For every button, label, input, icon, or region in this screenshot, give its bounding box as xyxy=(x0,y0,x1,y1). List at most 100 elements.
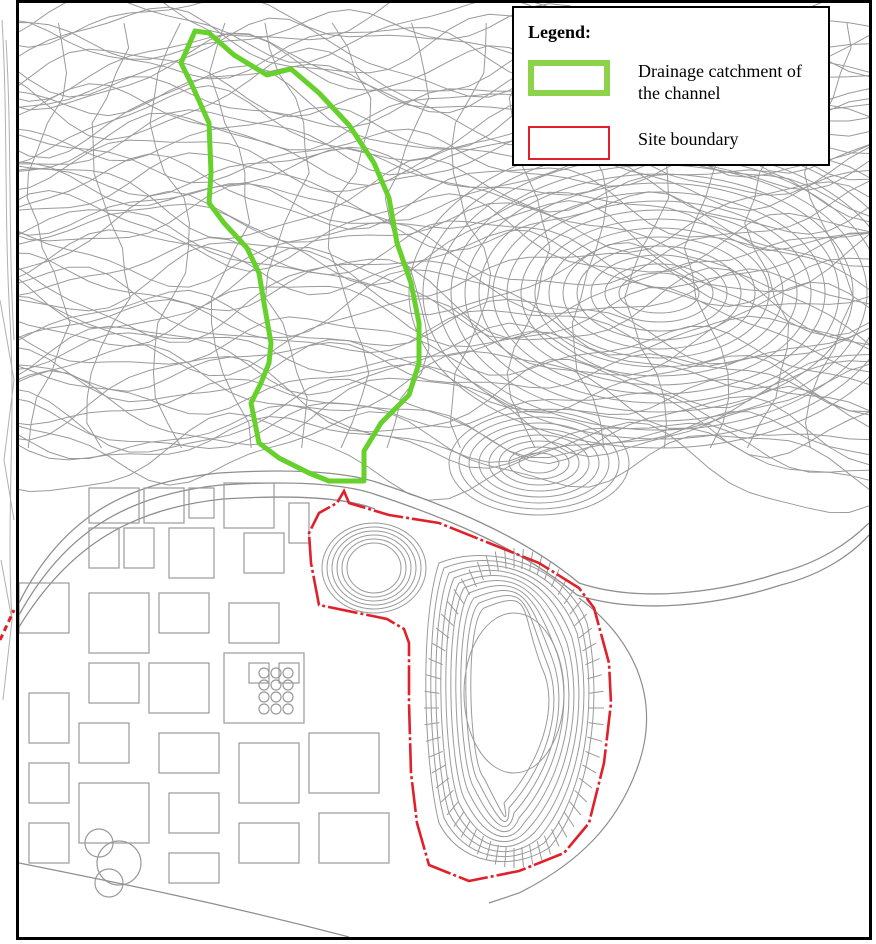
terrace-line xyxy=(435,565,585,853)
ridge-line xyxy=(449,22,492,449)
hill-contour xyxy=(520,209,798,377)
building-block xyxy=(168,852,220,884)
terrace-line xyxy=(425,555,595,863)
hill-contour xyxy=(562,236,756,350)
contour-line xyxy=(19,338,869,416)
contour-line xyxy=(19,85,869,178)
terrace-hatch xyxy=(440,613,454,627)
hill-contour xyxy=(478,428,600,498)
hill-contour xyxy=(478,182,840,404)
terrace-line xyxy=(445,575,575,843)
building-block xyxy=(238,742,300,804)
building-block xyxy=(28,822,70,864)
terrace-hatch xyxy=(504,847,507,868)
catchment-label: Drainage catchment of the channel xyxy=(638,61,802,103)
building-block xyxy=(88,662,140,704)
tank xyxy=(282,679,294,691)
terrace-hatch xyxy=(587,736,603,742)
terrace-hatch xyxy=(494,551,499,572)
terrace-hatch xyxy=(585,658,600,666)
hill-contour xyxy=(508,446,570,480)
terrace-hatch xyxy=(521,548,524,569)
building-block xyxy=(148,662,210,714)
tank xyxy=(96,840,142,886)
terrace-hatch xyxy=(574,613,588,627)
building-block xyxy=(143,487,185,524)
terrace-hatch xyxy=(536,555,543,576)
terrace-hatch xyxy=(428,658,443,666)
terrace-hatch xyxy=(544,835,552,855)
contour-line xyxy=(19,157,869,253)
site-boundary-label: Site boundary xyxy=(638,129,739,149)
contour-line xyxy=(19,152,869,235)
terrace-hatch xyxy=(425,736,441,742)
terrace-hatch xyxy=(521,847,524,868)
inner-basin xyxy=(463,612,565,774)
building-block xyxy=(19,582,70,634)
tank xyxy=(282,703,294,715)
terrace-hatch xyxy=(563,588,575,605)
contour-line xyxy=(19,202,869,263)
cell-contour xyxy=(336,534,412,602)
hill-contour xyxy=(534,218,784,368)
terrace-hatch xyxy=(476,561,484,581)
shoreline xyxy=(19,597,648,937)
contour-line xyxy=(19,344,869,429)
landfill-terraces xyxy=(321,522,604,868)
contour-line xyxy=(19,112,869,196)
hill-contour xyxy=(458,416,620,510)
hill-contour xyxy=(590,254,728,332)
ridge-line xyxy=(208,22,252,449)
contour-line xyxy=(19,399,869,458)
ridge-line xyxy=(26,22,71,449)
building-block xyxy=(78,722,130,764)
building-block xyxy=(223,652,305,724)
ridge-line xyxy=(506,22,551,449)
terrace-hatch xyxy=(446,600,459,615)
building-block xyxy=(223,482,275,529)
contour-line xyxy=(19,378,869,441)
tank xyxy=(270,667,282,679)
terrace-hatch xyxy=(551,569,560,587)
terrace-hatch xyxy=(569,600,582,615)
terrace-line xyxy=(460,590,560,828)
hill-contour xyxy=(498,440,580,486)
cell-contour xyxy=(326,526,422,610)
terrace-hatch xyxy=(557,821,568,838)
tank xyxy=(282,667,294,679)
tank xyxy=(270,703,282,715)
terrace-hatch xyxy=(453,811,465,828)
legend-box: Legend: Drainage catchment of the channe… xyxy=(512,6,830,166)
contour-line xyxy=(19,252,869,315)
terrace-hatch xyxy=(446,801,459,816)
tank xyxy=(258,691,270,703)
legend-title: Legend: xyxy=(528,22,591,42)
tank xyxy=(94,868,124,898)
coastal-road xyxy=(19,470,869,628)
terrace-line xyxy=(430,560,590,858)
contour-line xyxy=(19,258,869,345)
building-block xyxy=(228,602,280,644)
contour-line xyxy=(19,295,869,377)
terrace-hatch xyxy=(504,548,507,569)
contour-line xyxy=(19,363,869,416)
building-block xyxy=(28,762,70,804)
hill-contour xyxy=(468,422,610,504)
terrace-hatch xyxy=(460,821,471,838)
contour-line xyxy=(19,415,869,481)
contour-line xyxy=(19,331,869,390)
terrace-line xyxy=(470,600,550,818)
terrace-hatch xyxy=(476,835,484,855)
building-block xyxy=(88,592,150,654)
building-block xyxy=(88,527,120,569)
adjacent-sheet-edge xyxy=(0,0,16,944)
contour-line xyxy=(19,211,869,289)
terrace-hatch xyxy=(587,674,603,680)
contour-line xyxy=(19,236,869,308)
contour-line xyxy=(19,221,869,290)
contour-line xyxy=(19,341,869,413)
contour-line xyxy=(19,189,869,273)
tank xyxy=(258,703,270,715)
terrace-hatch xyxy=(431,764,446,774)
terrace-hatch xyxy=(585,750,600,758)
